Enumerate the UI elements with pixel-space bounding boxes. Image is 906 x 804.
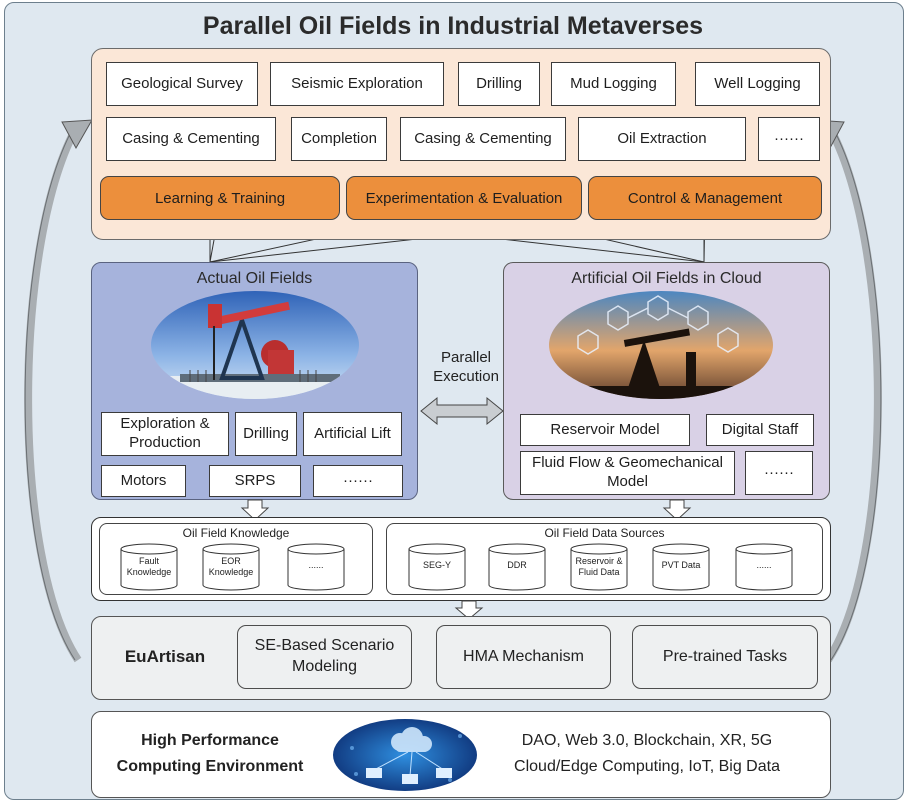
stage-oil-extraction: Oil Extraction	[578, 117, 746, 161]
pumpjack-photo	[151, 291, 359, 399]
oil-field-data-sources-title: Oil Field Data Sources	[544, 526, 665, 540]
datasource-item-pvt: PVT Data	[661, 560, 701, 570]
parallel-execution-label: Parallel Execution	[424, 348, 508, 386]
stage-casing-cementing-2: Casing & Cementing	[400, 117, 566, 161]
actual-item-drilling: Drilling	[235, 412, 297, 456]
database-cylinder: ......	[287, 543, 345, 591]
database-cylinder: PVT Data	[652, 543, 710, 591]
parallel-label-line2: Execution	[433, 368, 499, 385]
function-learning-training: Learning & Training	[100, 176, 340, 220]
actual-item-motors: Motors	[101, 465, 186, 497]
actual-oil-fields-title: Actual Oil Fields	[196, 270, 313, 287]
stage-well-logging: Well Logging	[695, 62, 820, 106]
stage-geological-survey: Geological Survey	[106, 62, 258, 106]
hpc-tech-line2: Cloud/Edge Computing, IoT, Big Data	[514, 758, 780, 775]
euartisan-se-scenario-modeling: SE-Based Scenario Modeling	[237, 625, 412, 689]
stage-seismic-exploration: Seismic Exploration	[270, 62, 444, 106]
down-arrow-actual	[240, 499, 270, 521]
hpc-tech-line1: DAO, Web 3.0, Blockchain, XR, 5G	[521, 732, 773, 749]
database-cylinder: Reservoir & Fluid Data	[570, 543, 628, 591]
down-arrow-euartisan	[454, 600, 484, 620]
database-cylinder: Fault Knowledge	[120, 543, 178, 591]
artificial-item-more: ······	[745, 451, 813, 495]
actual-item-exploration-production: Exploration & Production	[101, 412, 229, 456]
function-experimentation-evaluation: Experimentation & Evaluation	[346, 176, 582, 220]
artificial-item-digital-staff: Digital Staff	[706, 414, 814, 446]
datasource-item-segy: SEG-Y	[422, 560, 451, 570]
parallel-label-line1: Parallel	[440, 349, 492, 366]
database-cylinder: ......	[735, 543, 793, 591]
knowledge-item-eor: EOR Knowledge	[208, 556, 254, 577]
down-arrow-artificial	[662, 499, 692, 521]
euartisan-label: EuArtisan	[124, 647, 206, 666]
oil-field-knowledge-title: Oil Field Knowledge	[182, 526, 290, 540]
artificial-item-reservoir-model: Reservoir Model	[520, 414, 690, 446]
digital-oilfield-photo	[549, 291, 773, 399]
bidirectional-arrow	[420, 396, 504, 426]
hpc-label-line1: High Performance	[141, 732, 279, 749]
right-feedback-arc	[824, 128, 882, 663]
stage-casing-cementing: Casing & Cementing	[106, 117, 276, 161]
stage-completion: Completion	[291, 117, 387, 161]
euartisan-pretrained-tasks: Pre-trained Tasks	[632, 625, 818, 689]
knowledge-item-more: ......	[308, 560, 324, 570]
database-cylinder: EOR Knowledge	[202, 543, 260, 591]
hpc-technologies: DAO, Web 3.0, Blockchain, XR, 5G Cloud/E…	[482, 728, 812, 780]
left-feedback-arc	[24, 128, 82, 663]
stage-mud-logging: Mud Logging	[551, 62, 676, 106]
function-control-management: Control & Management	[588, 176, 822, 220]
stage-more: ······	[758, 117, 820, 161]
stage-drilling: Drilling	[458, 62, 540, 106]
hpc-label-line2: Computing Environment	[116, 758, 304, 775]
knowledge-item-fault: Fault Knowledge	[126, 556, 172, 577]
cloud-network-image	[333, 719, 477, 791]
actual-item-artificial-lift: Artificial Lift	[303, 412, 402, 456]
datasource-item-reservoir-fluid: Reservoir & Fluid Data	[575, 556, 623, 577]
database-cylinder: SEG-Y	[408, 543, 466, 591]
datasource-item-more: ......	[756, 560, 772, 570]
diagram-title: Parallel Oil Fields in Industrial Metave…	[202, 12, 704, 40]
left-arc-arrowhead	[61, 119, 93, 150]
database-cylinder: DDR	[488, 543, 546, 591]
euartisan-hma-mechanism: HMA Mechanism	[436, 625, 611, 689]
actual-item-more: ······	[313, 465, 403, 497]
actual-item-srps: SRPS	[209, 465, 301, 497]
datasource-item-ddr: DDR	[507, 560, 527, 570]
artificial-item-fluid-flow-model: Fluid Flow & Geomechanical Model	[520, 451, 735, 495]
hpc-label: High Performance Computing Environment	[110, 728, 310, 780]
artificial-oil-fields-title: Artificial Oil Fields in Cloud	[571, 270, 762, 287]
